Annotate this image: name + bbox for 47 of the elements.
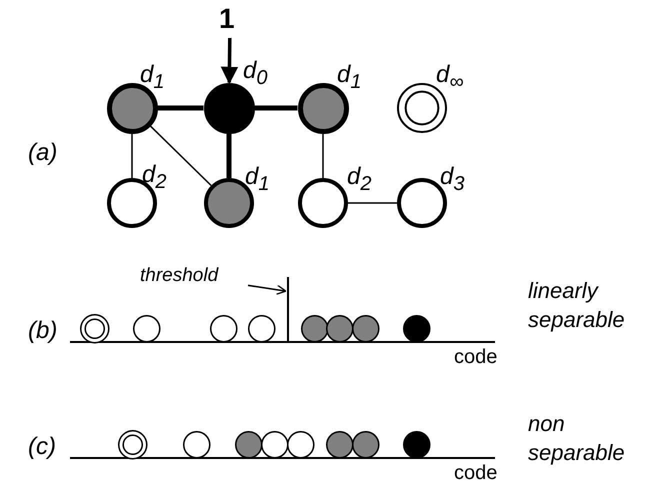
circle [352, 431, 380, 459]
axis-label: code [454, 462, 498, 482]
input-label: 1 [219, 2, 235, 36]
circle [204, 82, 254, 134]
panel-label: (a) [28, 140, 58, 166]
distance-label: d$_{0}$ [243, 58, 268, 89]
distance-label: d$_{3}$ [440, 164, 464, 195]
axis-label: code [454, 346, 498, 368]
category-note: non separable [528, 410, 626, 467]
connector-line [322, 134, 324, 178]
double-circle [397, 83, 447, 133]
connector-line [158, 106, 204, 110]
circle [298, 82, 348, 134]
connector-line [254, 106, 298, 110]
circle [248, 315, 276, 343]
panel-label: (c) [28, 434, 56, 460]
circle [403, 431, 431, 459]
double-circle [118, 430, 148, 460]
distance-label: d$_{1}$ [140, 62, 164, 93]
circle [298, 178, 348, 228]
connector-line [131, 134, 133, 178]
arrow [220, 38, 238, 84]
circle [352, 315, 380, 343]
distance-label: d$_{1}$ [245, 164, 270, 195]
panel-label: (b) [28, 318, 58, 344]
distance-label: d$_{2}$ [142, 162, 166, 193]
threshold-line [287, 277, 289, 343]
category-note: linearly separable [528, 277, 626, 334]
connector-line [348, 202, 397, 204]
distance-label: d$_{2}$ [347, 164, 372, 195]
arrow [248, 284, 287, 295]
circle [326, 315, 354, 343]
threshold-label: threshold [140, 265, 218, 288]
circle [301, 315, 329, 343]
distance-label: d$_{1}$ [337, 62, 362, 93]
circle [261, 431, 289, 459]
connector-line [226, 134, 232, 178]
double-circle [80, 314, 110, 344]
circle [235, 431, 263, 459]
circle [403, 315, 431, 343]
circle [133, 315, 161, 343]
circle [326, 431, 354, 459]
circle [210, 315, 238, 343]
connector-line [150, 125, 212, 186]
circle [287, 431, 315, 459]
circle [183, 431, 211, 459]
distance-label: d$_{∞}$ [436, 62, 464, 93]
